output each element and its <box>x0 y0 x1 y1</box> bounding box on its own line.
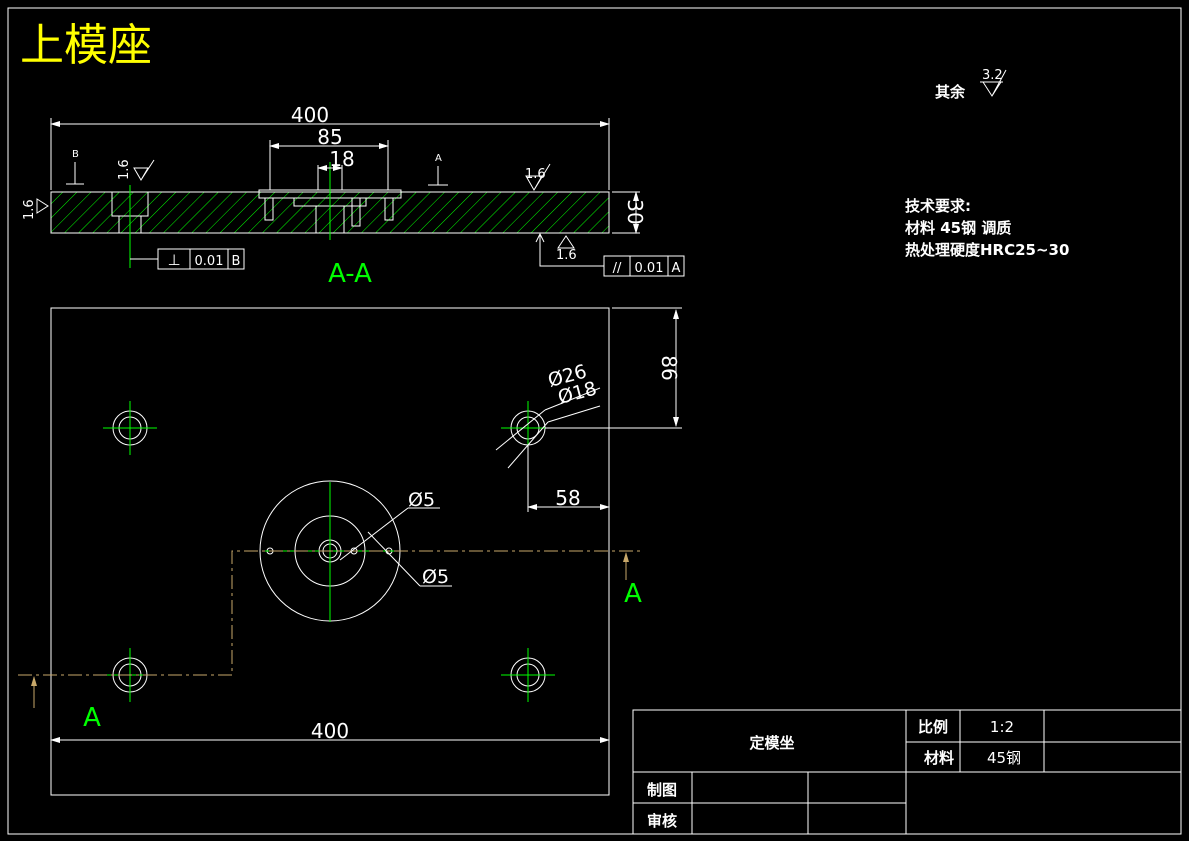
leader-d5-bottom <box>367 531 421 587</box>
tolerance-par-symbol: // <box>613 261 622 276</box>
roughness-symbol-icon <box>980 69 1007 97</box>
dim-d5-top: Ø5 <box>408 489 435 511</box>
roughness-bottom-icon <box>557 235 575 249</box>
scale-label: 比例 <box>918 718 948 736</box>
pin-hole-left <box>264 197 274 221</box>
dim-18: 18 <box>329 147 354 171</box>
dim-400-section: 400 <box>291 103 329 127</box>
pin-hole-mid <box>351 197 361 227</box>
checked-label: 审核 <box>647 812 677 830</box>
roughness-top-left-icon <box>133 159 155 181</box>
dim-85: 85 <box>317 125 342 149</box>
cut-label-left: A <box>83 703 101 733</box>
leader-d26 <box>495 409 546 451</box>
roughness-note-value: 3.2 <box>982 68 1003 83</box>
plan-view: A A Ø26 Ø18 86 58 Ø5 Ø5 400 <box>18 307 682 796</box>
drawing-border <box>7 7 1182 835</box>
section-label: A-A <box>328 259 372 289</box>
tolerance-perp-symbol: ⊥ <box>167 251 180 269</box>
tech-req-line1: 材料 45钢 调质 <box>905 219 1011 237</box>
roughness-top-right-icon <box>525 163 551 192</box>
hole-bottom-right <box>501 648 555 702</box>
pin-hole-right <box>384 197 394 221</box>
scale-value: 1:2 <box>990 718 1014 736</box>
roughness-bottom-value: 1.6 <box>556 248 577 263</box>
cut-label-right: A <box>624 579 642 609</box>
section-cut-line <box>18 550 640 676</box>
roughness-left-value: 1.6 <box>22 199 37 220</box>
tech-req-heading: 技术要求: <box>905 197 971 215</box>
title-block: 定模坐 比例 1:2 材料 45钢 制图 审核 <box>632 709 1182 835</box>
tolerance-par-value: 0.01 <box>635 261 664 276</box>
part-name: 定模坐 <box>749 734 794 752</box>
dim-86: 86 <box>657 355 681 380</box>
tech-req-line2: 热处理硬度HRC25~30 <box>905 241 1069 259</box>
dim-30: 30 <box>623 199 647 224</box>
roughness-note-label: 其余 <box>935 83 966 101</box>
tolerance-par-datum: A <box>672 261 681 276</box>
tolerance-perp-value: 0.01 <box>195 254 224 269</box>
material-label: 材料 <box>924 749 954 767</box>
plan-outline <box>50 307 610 796</box>
datum-a-label: A <box>435 153 442 164</box>
material-value: 45钢 <box>987 749 1021 767</box>
section-view: 400 85 18 30 B A 1.6 1.6 1.6 1.6 <box>22 103 685 289</box>
dim-d5-bottom: Ø5 <box>422 566 449 588</box>
tolerance-par-datum-cell <box>667 255 685 277</box>
hole-top-left <box>103 401 157 455</box>
roughness-left-icon <box>36 198 49 214</box>
dim-58: 58 <box>555 486 580 510</box>
tolerance-perp-datum-cell <box>227 248 245 270</box>
tolerance-perp-datum: B <box>232 254 241 269</box>
leader-d5-top <box>339 507 409 561</box>
dim-400-plan: 400 <box>311 719 349 743</box>
roughness-top-left-value: 1.6 <box>117 159 132 180</box>
datum-b-label: B <box>72 149 79 160</box>
drawn-label: 制图 <box>647 781 677 799</box>
roughness-top-right-value: 1.6 <box>525 167 546 182</box>
drawing-title: 上模座 <box>20 20 152 71</box>
tolerance-par-leader <box>539 234 604 267</box>
